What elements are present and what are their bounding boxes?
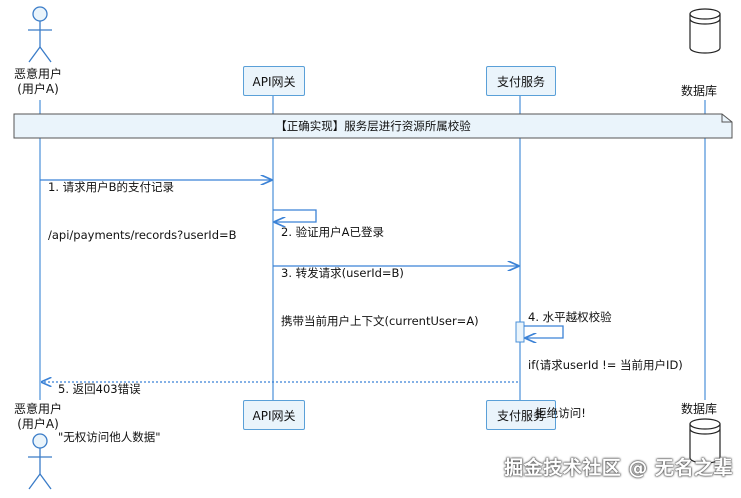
- watermark: 掘金技术社区 @ 无名之辈: [504, 457, 733, 479]
- gateway-box-top: API网关: [243, 66, 305, 96]
- attacker-label-bottom: 恶意用户 (用户A): [3, 402, 73, 432]
- message-5-label: 5. 返回403错误 "无权访问他人数据": [58, 349, 161, 461]
- message-5-line1: 5. 返回403错误: [58, 382, 141, 396]
- note-fold: [721, 114, 732, 123]
- note-text: 【正确实现】服务层进行资源所属校验: [275, 119, 471, 133]
- message-3-line1: 3. 转发请求(userId=B): [281, 266, 404, 280]
- database-icon-bottom: [689, 418, 721, 464]
- message-4-line2: if(请求userId != 当前用户ID): [528, 358, 683, 372]
- message-3-label: 3. 转发请求(userId=B) 携带当前用户上下文(currentUser=…: [281, 233, 479, 345]
- attacker-alias: (用户A): [17, 417, 59, 431]
- payment-box-bottom: 支付服务: [486, 400, 556, 430]
- attacker-actor-icon-top: [28, 6, 52, 63]
- attacker-actor-icon-bottom: [28, 433, 52, 490]
- message-2-arrow: [273, 209, 317, 222]
- message-5-line2: "无权访问他人数据": [58, 430, 161, 444]
- database-label-bottom: 数据库: [681, 402, 718, 416]
- note-box: [13, 113, 733, 139]
- attacker-alias: (用户A): [17, 82, 59, 96]
- attacker-name: 恶意用户: [13, 67, 62, 81]
- payment-box-top: 支付服务: [486, 66, 556, 96]
- message-4-label: 4. 水平越权校验 if(请求userId != 当前用户ID) 拒绝访问!: [528, 277, 683, 437]
- message-4-arrow: [524, 325, 564, 338]
- database-label-top: 数据库: [681, 84, 718, 98]
- message-2-line1: 2. 验证用户A已登录: [281, 225, 384, 239]
- message-2-label: 2. 验证用户A已登录: [281, 192, 384, 256]
- message-1-line2: /api/payments/records?userId=B: [48, 228, 237, 242]
- attacker-name: 恶意用户: [13, 402, 62, 416]
- message-1-line1: 1. 请求用户B的支付记录: [48, 180, 175, 194]
- attacker-label-top: 恶意用户 (用户A): [3, 67, 73, 97]
- message-3-line2: 携带当前用户上下文(currentUser=A): [281, 314, 479, 328]
- payment-activation: [515, 321, 525, 343]
- message-1-label: 1. 请求用户B的支付记录 /api/payments/records?user…: [48, 147, 237, 259]
- gateway-box-bottom: API网关: [243, 400, 305, 430]
- database-icon-top: [689, 8, 721, 54]
- message-4-line1: 4. 水平越权校验: [528, 310, 612, 324]
- message-4-line3: 拒绝访问!: [528, 406, 586, 420]
